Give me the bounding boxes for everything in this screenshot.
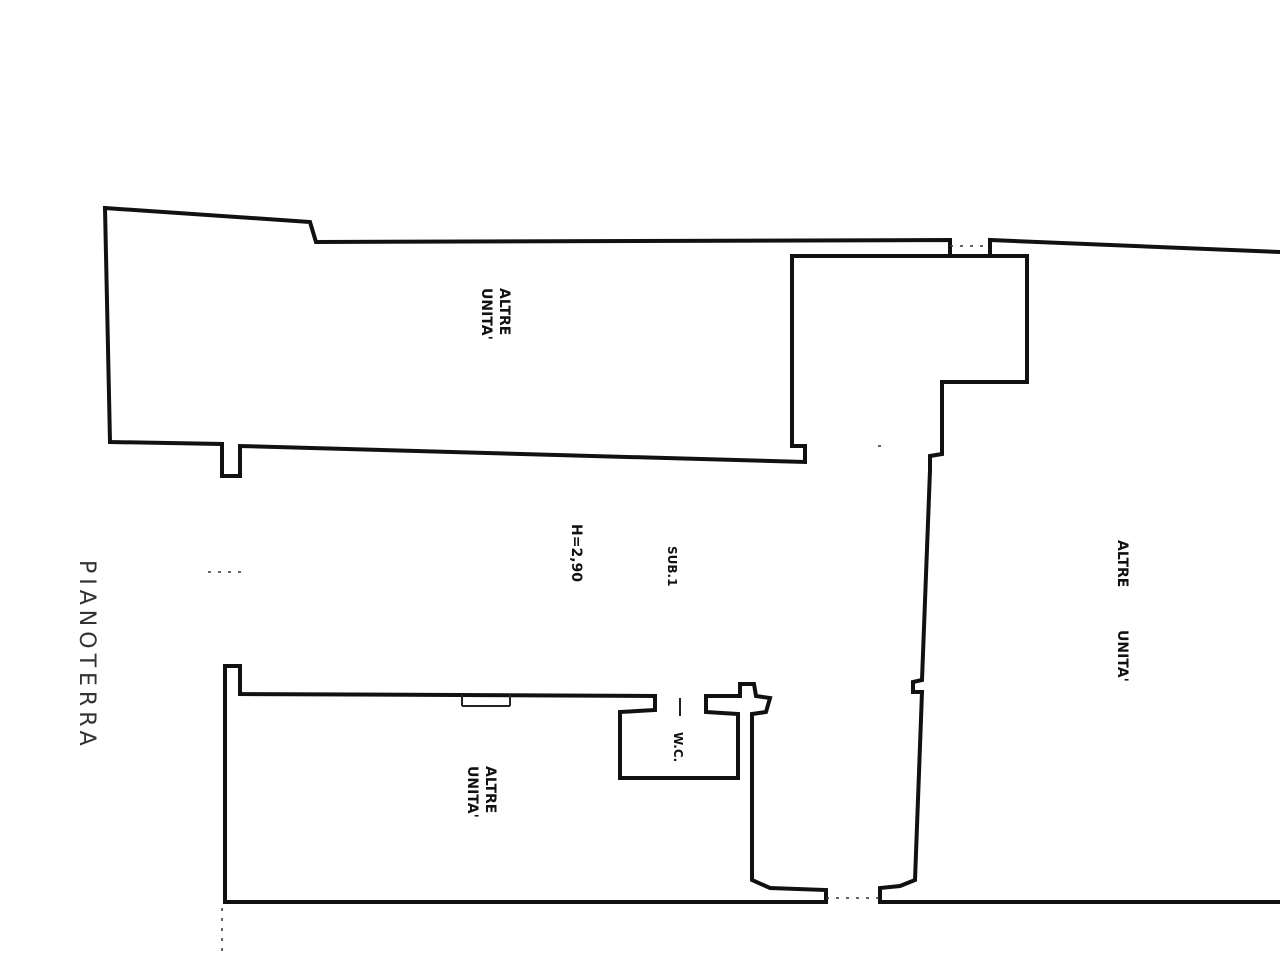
floor-label: PIANOTERRA: [74, 560, 99, 751]
floor-label-group: PIANOTERRA: [74, 560, 99, 751]
right-unit-line2: UNITA': [1114, 630, 1130, 682]
bottom-unit-line1: ALTRE: [482, 766, 498, 813]
wc-label: W.C.: [671, 732, 685, 762]
bottom-boundary-wall: [223, 664, 828, 904]
top-boundary-wall-right: [988, 237, 1280, 255]
top-left-unit-label: ALTRE UNITA': [478, 288, 512, 340]
main-height-value: H=2,90: [568, 524, 584, 582]
wc-name: W.C.: [671, 732, 685, 762]
top-left-unit-wall: [102, 205, 1029, 478]
top-left-unit-line1: ALTRE: [496, 288, 512, 335]
right-unit-label: ALTRE UNITA': [1114, 540, 1130, 682]
right-unit-line1: ALTRE: [1114, 540, 1130, 587]
top-boundary-wall: [102, 205, 952, 254]
bottom-unit-line2: UNITA': [464, 766, 480, 818]
top-left-unit-line2: UNITA': [478, 288, 494, 340]
central-right-wall: [878, 467, 933, 904]
main-room-label: SUB.1: [665, 546, 679, 586]
main-height-label: H=2,90: [568, 524, 584, 582]
bottom-unit-label: ALTRE UNITA': [464, 766, 498, 818]
main-room-name: SUB.1: [665, 546, 679, 586]
